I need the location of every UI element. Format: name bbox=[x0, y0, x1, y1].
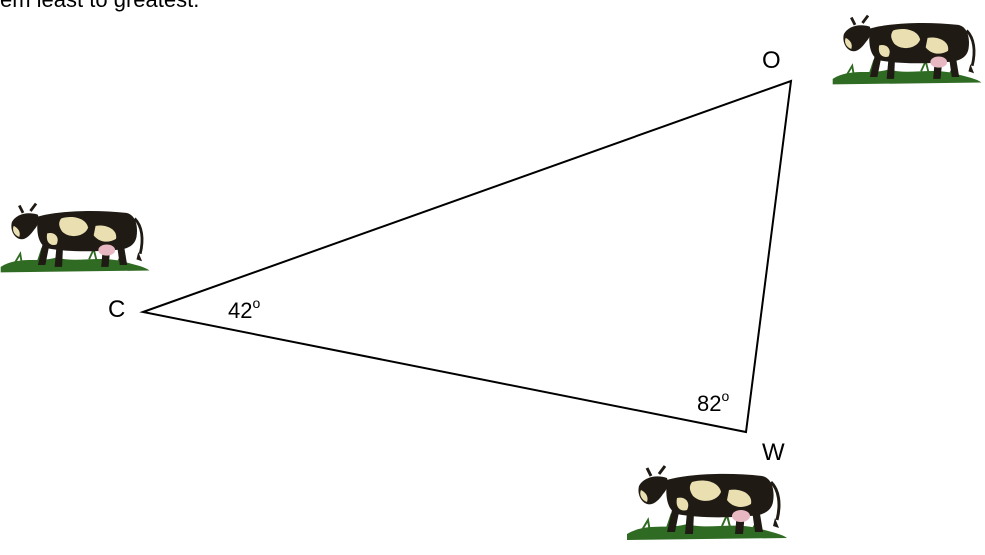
cow-icon bbox=[0, 202, 151, 274]
angle-label-c: 42o bbox=[228, 295, 260, 323]
angle-label-w: 82o bbox=[697, 388, 729, 416]
angle-value-c: 42 bbox=[228, 298, 252, 323]
triangle bbox=[139, 79, 793, 434]
cow-icon bbox=[831, 14, 983, 86]
cow-icon bbox=[625, 464, 789, 542]
degree-symbol-c: o bbox=[252, 295, 260, 311]
degree-symbol-w: o bbox=[721, 388, 729, 404]
vertex-label-o: O bbox=[762, 47, 781, 74]
vertex-label-c: C bbox=[108, 296, 125, 323]
angle-value-w: 82 bbox=[697, 391, 721, 416]
instruction-text: em least to greatest. bbox=[0, 0, 199, 13]
vertex-label-w: W bbox=[762, 439, 785, 466]
